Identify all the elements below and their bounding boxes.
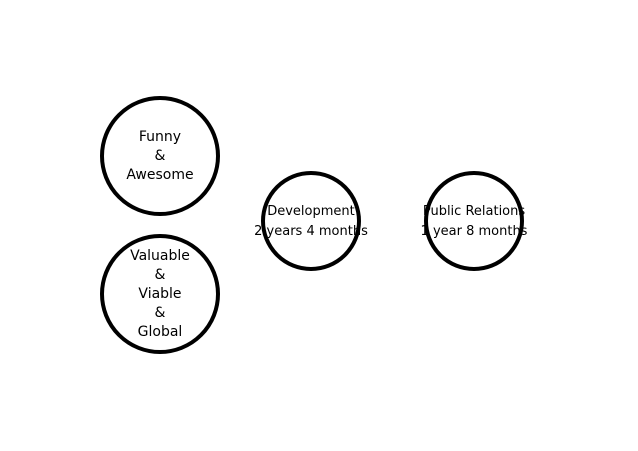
circle-funny-awesome-line-2: & [154,148,166,164]
circle-public-relations-duration: 1 year 8 months [420,223,528,239]
circle-valuable-viable-global-line-3: Viable [138,286,182,302]
circle-public-relations[interactable]: Public Relations 1 year 8 months [421,171,527,271]
circle-valuable-viable-global-line-2: & [154,267,166,283]
circle-valuable-viable-global-line-4: & [154,305,166,321]
circle-funny-awesome-line-1: Funny [138,129,182,145]
circle-funny-awesome[interactable]: Funny & Awesome [100,96,220,216]
circle-development-title: Development [267,203,355,219]
circle-public-relations-title: Public Relations [422,203,526,219]
circle-development[interactable]: Development 2 years 4 months [254,171,368,271]
circle-funny-awesome-line-3: Awesome [126,167,194,183]
circle-development-duration: 2 years 4 months [254,223,368,239]
circle-valuable-viable-global[interactable]: Valuable & Viable & Global [100,234,220,354]
circle-valuable-viable-global-line-5: Global [137,324,183,340]
circle-valuable-viable-global-line-1: Valuable [130,248,190,264]
